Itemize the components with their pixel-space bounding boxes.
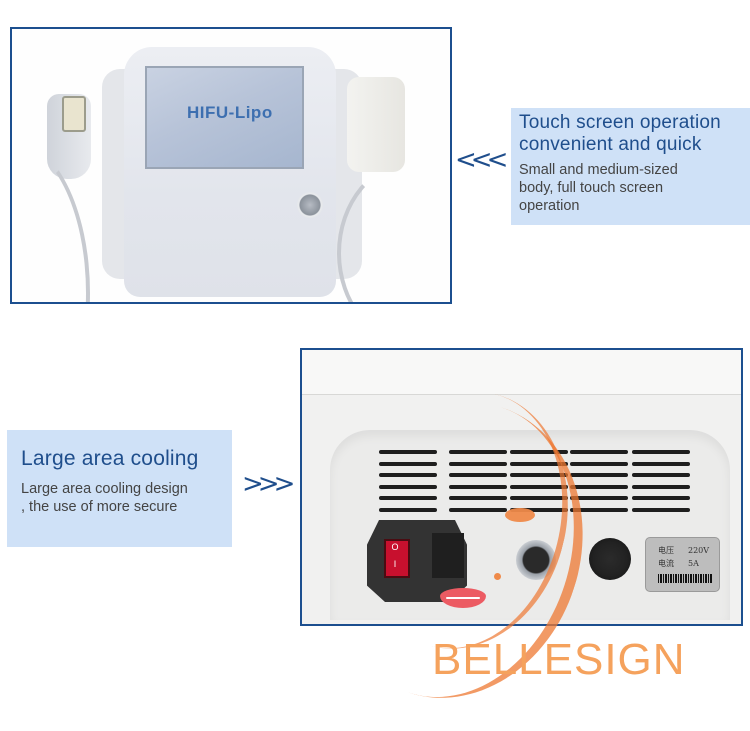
callout-title: Touch screen operation convenient and qu… — [519, 112, 750, 156]
switch-on-symbol: I — [393, 559, 397, 569]
callout-title-line: convenient and quick — [519, 134, 702, 155]
device-touch-screen: HIFU-Lipo — [145, 66, 304, 169]
power-switch — [384, 539, 410, 578]
cooling-vent — [449, 450, 507, 519]
callout-body: Large area cooling design , the use of m… — [21, 480, 232, 516]
cooling-vent — [379, 450, 437, 519]
feature-callout-cooling: Large area cooling Large area cooling de… — [7, 430, 232, 547]
product-image-rear: O I 电压 220V 电流 5A — [300, 348, 743, 626]
handpiece-connector-2 — [589, 538, 631, 580]
arrow-right-icon: >>> — [242, 469, 295, 499]
voltage-value: 220V — [688, 546, 710, 555]
callout-body-line: Large area cooling design — [21, 481, 188, 497]
callout-title: Large area cooling — [21, 447, 199, 470]
watermark-eye — [505, 508, 535, 522]
callout-body: Small and medium-sized body, full touch … — [519, 161, 750, 215]
voltage-label: 电压 — [658, 546, 674, 555]
left-handpiece — [62, 96, 86, 132]
switch-off-symbol: O — [391, 542, 399, 552]
cooling-vent — [510, 450, 568, 519]
handpiece-connector-1 — [516, 540, 556, 580]
current-label: 电流 — [658, 559, 674, 568]
watermark-beauty-mark — [494, 573, 501, 580]
device-knob — [297, 192, 323, 218]
callout-body-line: , the use of more secure — [21, 499, 178, 515]
watermark-lips — [440, 588, 486, 608]
callout-body-line: operation — [519, 198, 580, 214]
cooling-vent — [632, 450, 690, 519]
right-handpiece — [347, 77, 405, 172]
product-image-front: HIFU-Lipo — [10, 27, 452, 304]
callout-body-line: Small and medium-sized — [519, 162, 678, 178]
feature-callout-touch-screen: Touch screen operation convenient and qu… — [511, 108, 750, 225]
cooling-vent — [570, 450, 628, 519]
callout-title-line: Touch screen operation — [519, 112, 721, 133]
power-socket — [432, 533, 464, 578]
screen-title: HIFU-Lipo — [187, 103, 273, 122]
barcode — [658, 574, 713, 583]
right-cable — [337, 159, 450, 302]
panel-top-lip — [302, 350, 741, 395]
current-value: 5A — [688, 559, 699, 568]
watermark-brand: BELLESIGN — [432, 635, 686, 684]
rating-label: 电压 220V 电流 5A — [645, 537, 720, 592]
callout-body-line: body, full touch screen — [519, 180, 664, 196]
arrow-left-icon: <<< — [455, 145, 508, 175]
power-switch-symbols: O I — [384, 539, 406, 573]
